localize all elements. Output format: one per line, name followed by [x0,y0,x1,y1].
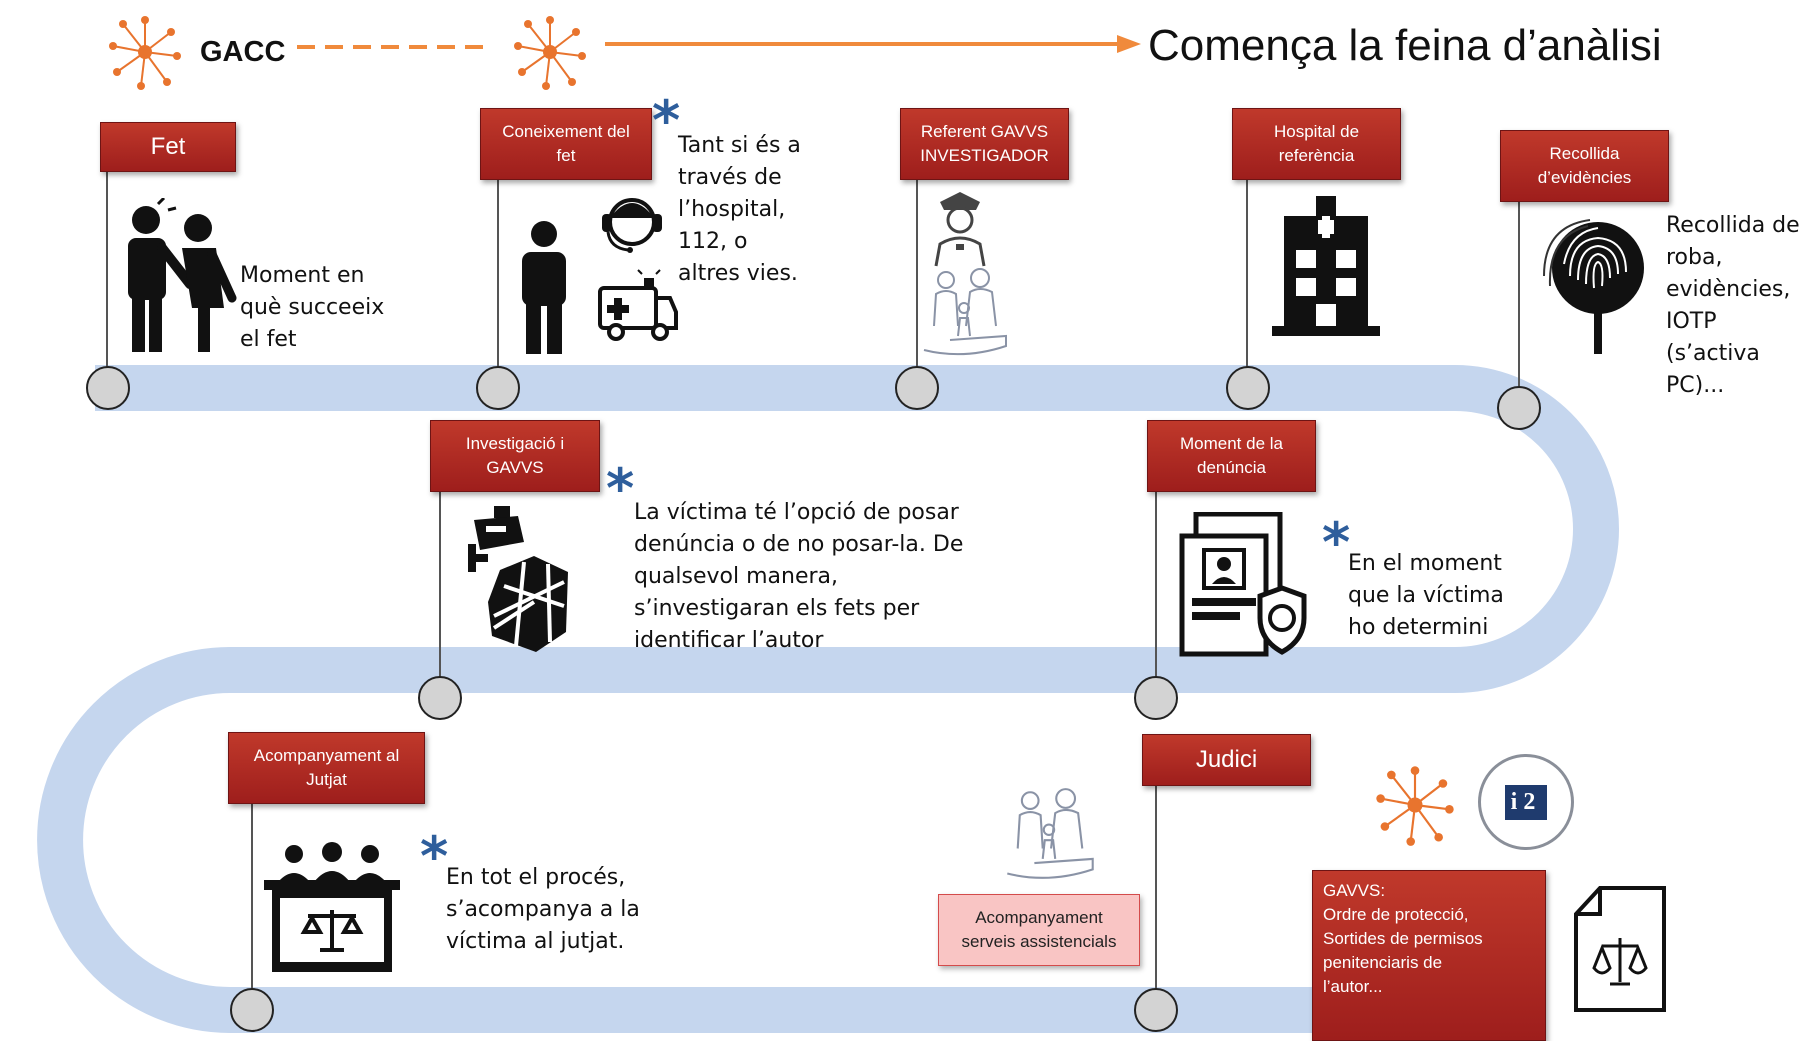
note-fet: Moment en què succeeix el fet [240,263,385,352]
network-logo-icon [109,16,181,90]
family-support-icon [923,268,1007,356]
timeline-node [1134,988,1178,1032]
note-denuncia: En el moment que la víctima ho determini [1348,551,1504,640]
network-logo-icon [1376,766,1454,846]
note-investigacio: La víctima té l’opció de posar denúncia … [634,500,964,653]
gavvs-box: GAVVS: Ordre de protecció, Sortides de p… [1312,870,1546,1041]
timeline-node [1134,676,1178,720]
network-logo-icon [514,16,586,90]
step-coneixement: Coneixement del fet [480,108,652,180]
hospital-building-icon [1272,196,1380,336]
header-arrow [605,35,1141,53]
connector-line [1155,783,1157,990]
assist-services-box: Acompanyament serveis assistencials [938,894,1140,966]
legal-document-icon [1574,886,1666,1012]
protected-document-icon [1179,512,1307,657]
operator-headset-icon [602,198,662,253]
connector-line [106,168,108,368]
note-jutjat: En tot el procés, s’acompanya a la vícti… [446,865,640,954]
fingerprint-magnifier-icon [1543,219,1644,354]
i2-logo: i2 [1478,754,1574,850]
step-referent: Referent GAVVS INVESTIGADOR [900,108,1069,180]
police-officer-icon [934,192,986,267]
step-denuncia: Moment de la denúncia [1147,420,1316,492]
step-hospital: Hospital de referència [1232,108,1401,180]
step-investigacio: Investigació i GAVVS [430,420,600,492]
timeline-node [86,366,130,410]
timeline-node [1226,366,1270,410]
surveillance-camera-icon [468,506,568,652]
court-tribunal-icon [264,842,400,972]
i2-logo-text: i2 [1504,784,1548,820]
asterisk-icon: * [1322,511,1351,574]
timeline-node [895,366,939,410]
asterisk-icon: * [420,825,449,888]
connector-line [1246,178,1248,368]
ambulance-icon [598,269,678,341]
timeline-node [1497,386,1541,430]
assault-icon [128,198,237,352]
step-judici: Judici [1142,734,1311,786]
dashed-connector [297,45,493,49]
step-recollida: Recollida d’evidències [1500,130,1669,202]
asterisk-icon: * [652,89,681,152]
person-icon [522,221,566,354]
connector-line [439,490,441,680]
step-fet: Fet [100,122,236,172]
connector-line [497,178,499,368]
step-acompanyament-jutjat: Acompanyament al Jutjat [228,732,425,804]
note-coneixement: Tant si és a través de l’hospital, 112, … [678,133,801,286]
connector-line [1155,490,1157,680]
family-support-icon [1007,788,1094,879]
note-recollida: Recollida de roba, evidències, IOTP (s’a… [1666,213,1800,398]
page-title: Comença la feina d’anàlisi [1148,21,1662,70]
gacc-label: GACC [200,36,286,68]
timeline-node [230,988,274,1032]
timeline-node [418,676,462,720]
connector-line [251,800,253,990]
connector-line [1518,200,1520,390]
timeline-node [476,366,520,410]
connector-line [916,180,918,368]
asterisk-icon: * [606,457,635,520]
